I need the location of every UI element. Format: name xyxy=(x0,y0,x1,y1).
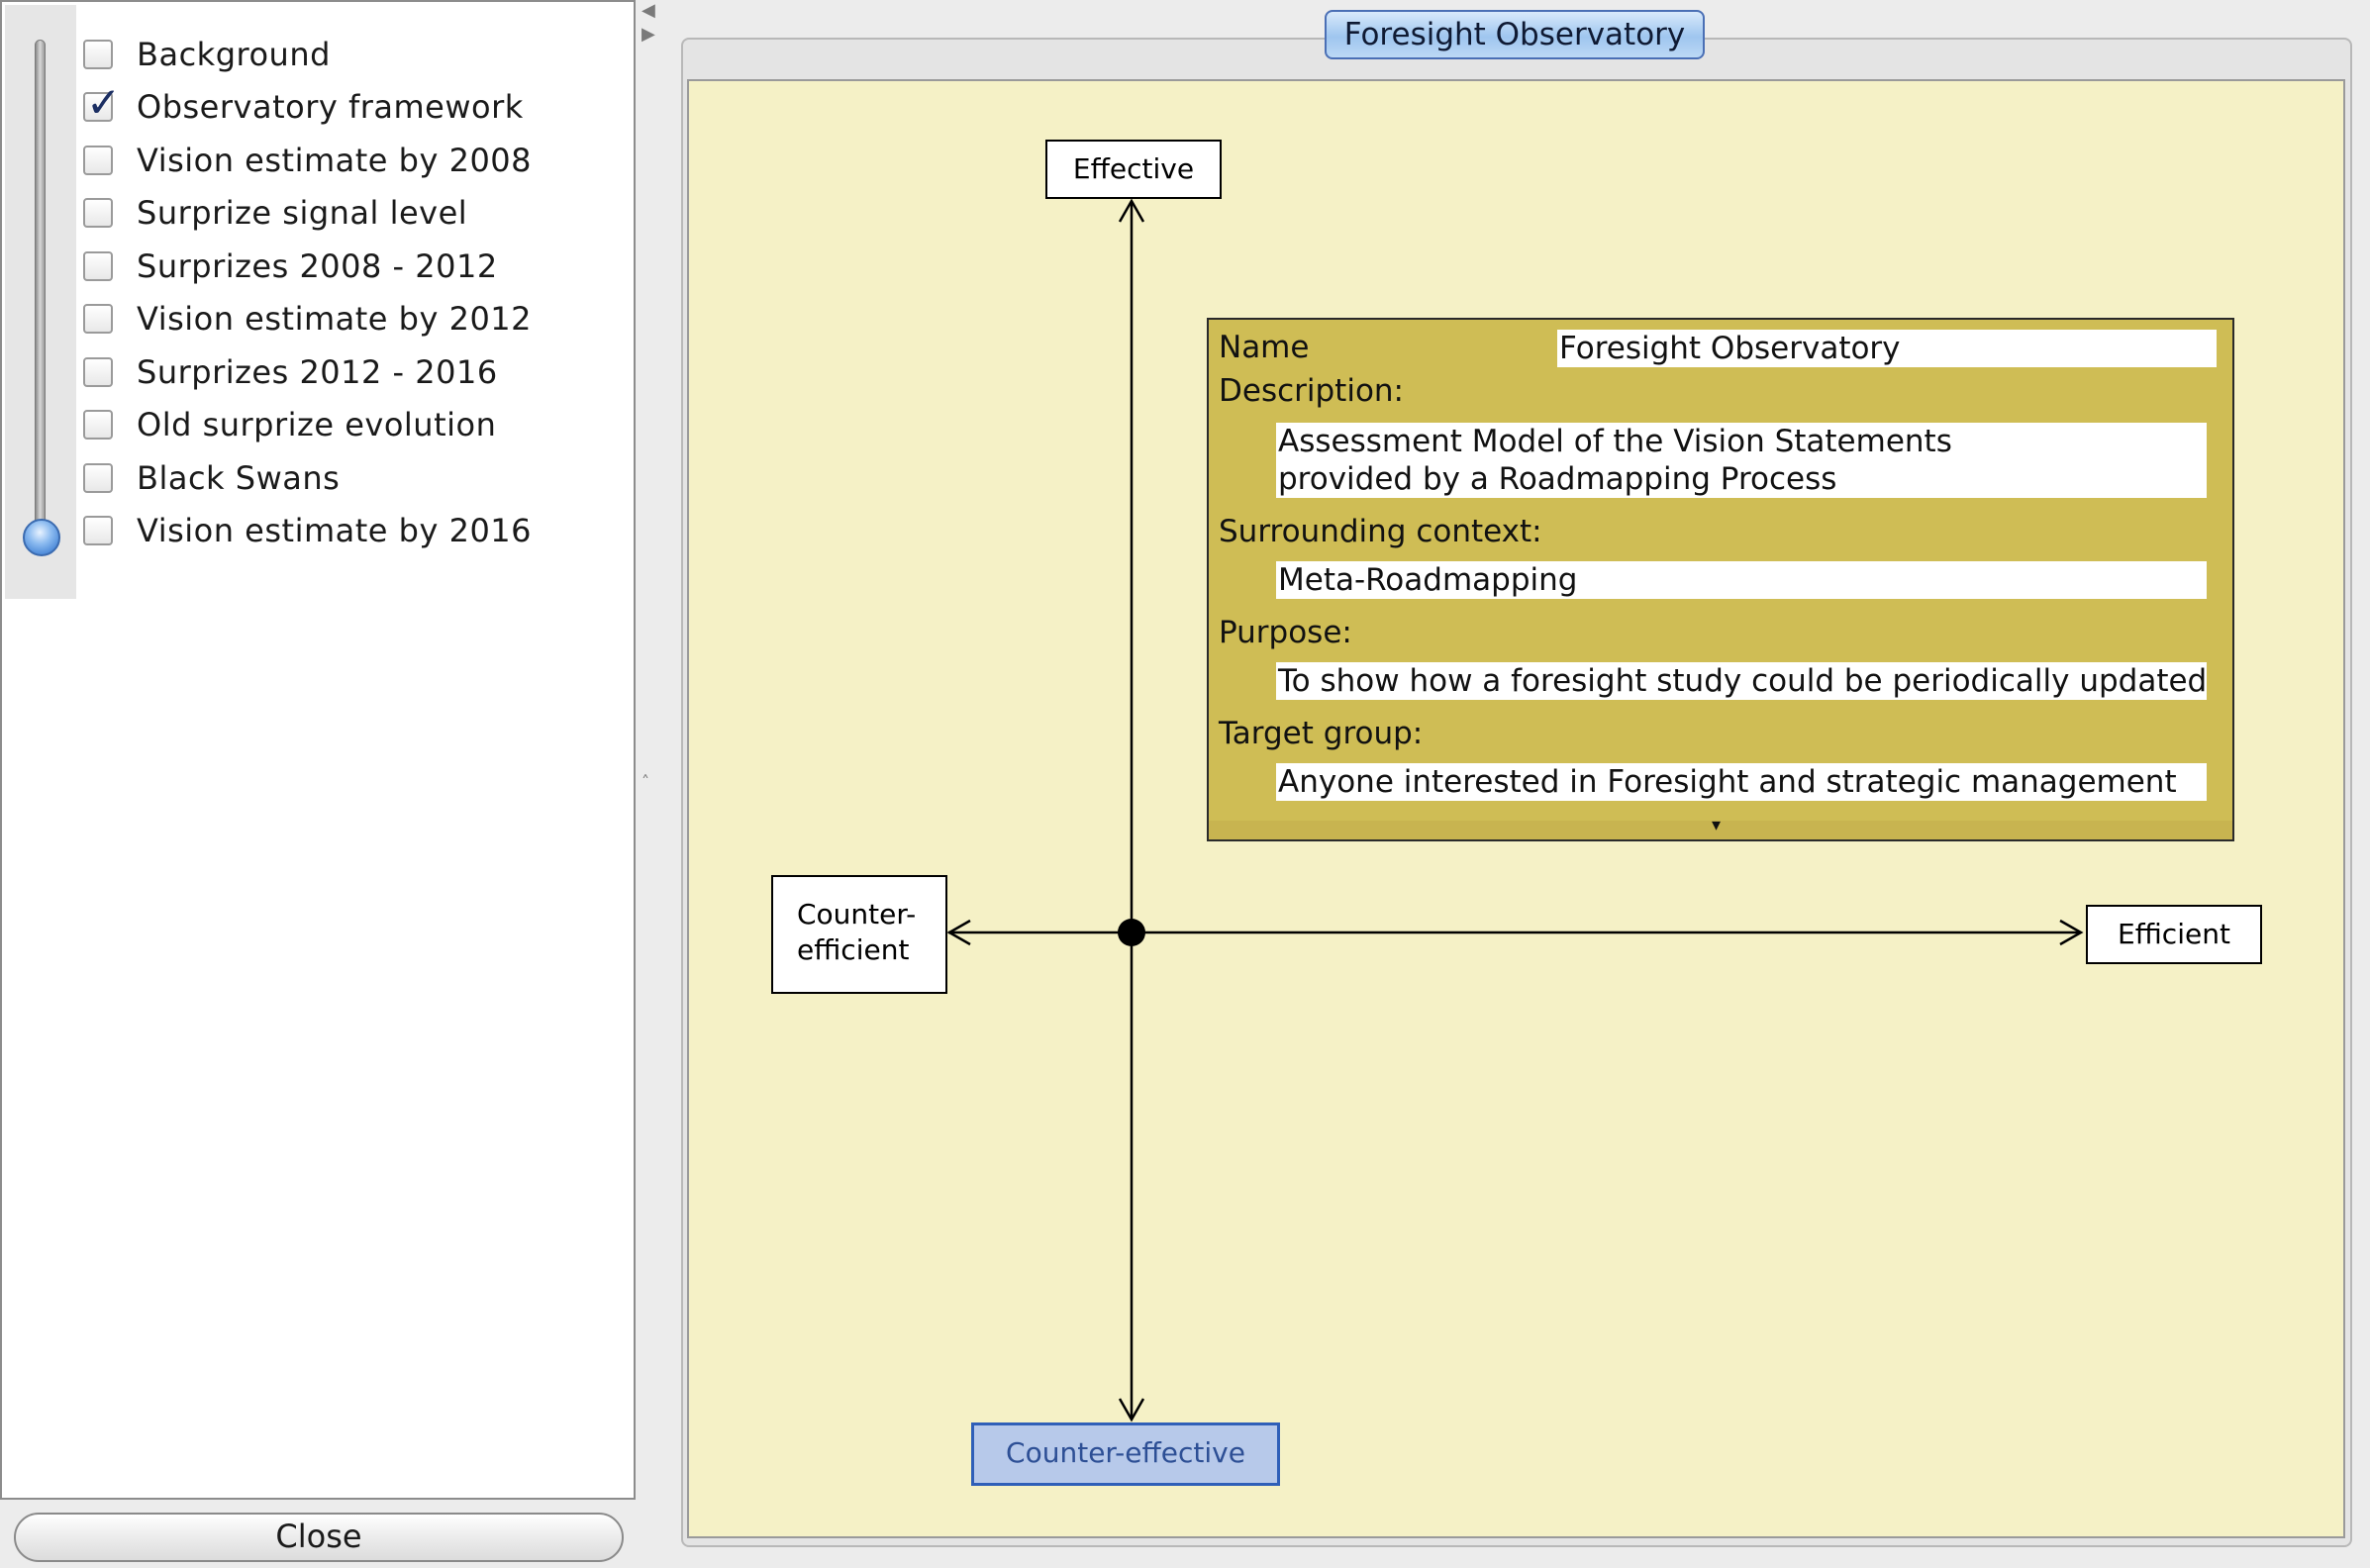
layer-list: Background Observatory framework Vision … xyxy=(83,28,532,557)
layer-checkbox[interactable] xyxy=(83,304,113,335)
layer-item-black-swans[interactable]: Black Swans xyxy=(83,451,532,505)
purpose-label: Purpose: xyxy=(1219,615,1352,650)
layer-checkbox[interactable] xyxy=(83,145,113,175)
splitter-grip-icon[interactable]: ˄ xyxy=(642,772,649,791)
time-slider-thumb[interactable] xyxy=(23,519,60,556)
node-label-line: efficient xyxy=(797,933,910,966)
name-label: Name xyxy=(1219,330,1310,365)
layer-label: Surprizes 2012 - 2016 xyxy=(137,352,498,391)
purpose-field[interactable]: To show how a foresight study could be p… xyxy=(1276,662,2208,700)
context-label: Surrounding context: xyxy=(1219,514,1542,549)
context-field[interactable]: Meta-Roadmapping xyxy=(1276,561,2207,599)
model-info-box: Name Foresight Observatory Description: … xyxy=(1207,318,2234,841)
close-button[interactable]: Close xyxy=(14,1513,624,1562)
target-label: Target group: xyxy=(1219,716,1424,751)
layer-checkbox[interactable] xyxy=(83,356,113,387)
layer-checkbox[interactable] xyxy=(83,82,121,124)
node-label-line: Counter- xyxy=(797,898,917,931)
layer-checkbox[interactable] xyxy=(83,516,113,546)
layer-checkbox[interactable] xyxy=(83,198,113,229)
node-counter-efficient[interactable]: Counter- efficient xyxy=(771,875,947,994)
arrow-up-icon xyxy=(1118,198,1145,223)
layer-checkbox[interactable] xyxy=(83,462,113,493)
node-counter-effective[interactable]: Counter-effective xyxy=(971,1422,1280,1486)
layer-label: Black Swans xyxy=(137,458,341,497)
layer-label: Old surprize evolution xyxy=(137,406,497,444)
layer-label: Observatory framework xyxy=(137,88,524,127)
arrow-down-icon xyxy=(1118,1398,1145,1422)
name-field[interactable]: Foresight Observatory xyxy=(1557,330,2217,367)
tab-foresight-observatory[interactable]: Foresight Observatory xyxy=(1325,10,1705,59)
layers-panel: Background Observatory framework Vision … xyxy=(0,0,636,1500)
description-field[interactable]: Assessment Model of the Vision Statement… xyxy=(1276,423,2207,498)
layer-item-surprize-signal-level[interactable]: Surprize signal level xyxy=(83,187,532,241)
node-efficient[interactable]: Efficient xyxy=(2086,905,2262,964)
layer-item-vision-2012[interactable]: Vision estimate by 2012 xyxy=(83,293,532,346)
layer-item-old-surprize-evolution[interactable]: Old surprize evolution xyxy=(83,399,532,452)
description-line: provided by a Roadmapping Process xyxy=(1278,461,1837,497)
layer-item-vision-2008[interactable]: Vision estimate by 2008 xyxy=(83,134,532,187)
collapse-right-icon[interactable]: ▶ xyxy=(642,24,655,45)
target-field[interactable]: Anyone interested in Foresight and strat… xyxy=(1276,763,2207,801)
node-effective[interactable]: Effective xyxy=(1045,140,1222,199)
layer-item-surprizes-2008-2012[interactable]: Surprizes 2008 - 2012 xyxy=(83,240,532,293)
layer-checkbox[interactable] xyxy=(83,410,113,441)
origin-dot xyxy=(1118,919,1145,946)
layer-label: Background xyxy=(137,35,331,73)
arrow-left-icon xyxy=(946,919,971,946)
scroll-down-icon[interactable]: ▾ xyxy=(1712,815,1722,835)
layer-item-vision-2016[interactable]: Vision estimate by 2016 xyxy=(83,505,532,558)
layer-checkbox[interactable] xyxy=(83,250,113,281)
description-line: Assessment Model of the Vision Statement… xyxy=(1278,424,1952,459)
layer-label: Surprizes 2008 - 2012 xyxy=(137,246,498,285)
arrow-right-icon xyxy=(2059,919,2084,946)
layer-label: Vision estimate by 2008 xyxy=(137,141,533,179)
collapse-left-icon[interactable]: ◀ xyxy=(642,0,655,21)
layer-label: Vision estimate by 2012 xyxy=(137,300,533,339)
layer-item-background[interactable]: Background xyxy=(83,28,532,81)
description-label: Description: xyxy=(1219,373,1404,409)
layer-item-surprizes-2012-2016[interactable]: Surprizes 2012 - 2016 xyxy=(83,345,532,399)
layer-label: Surprize signal level xyxy=(137,194,468,233)
layer-label: Vision estimate by 2016 xyxy=(137,512,533,550)
layer-item-observatory-framework[interactable]: Observatory framework xyxy=(83,81,532,135)
info-scrollbar[interactable]: ▾ xyxy=(1209,815,2232,839)
layer-checkbox[interactable] xyxy=(83,39,113,69)
